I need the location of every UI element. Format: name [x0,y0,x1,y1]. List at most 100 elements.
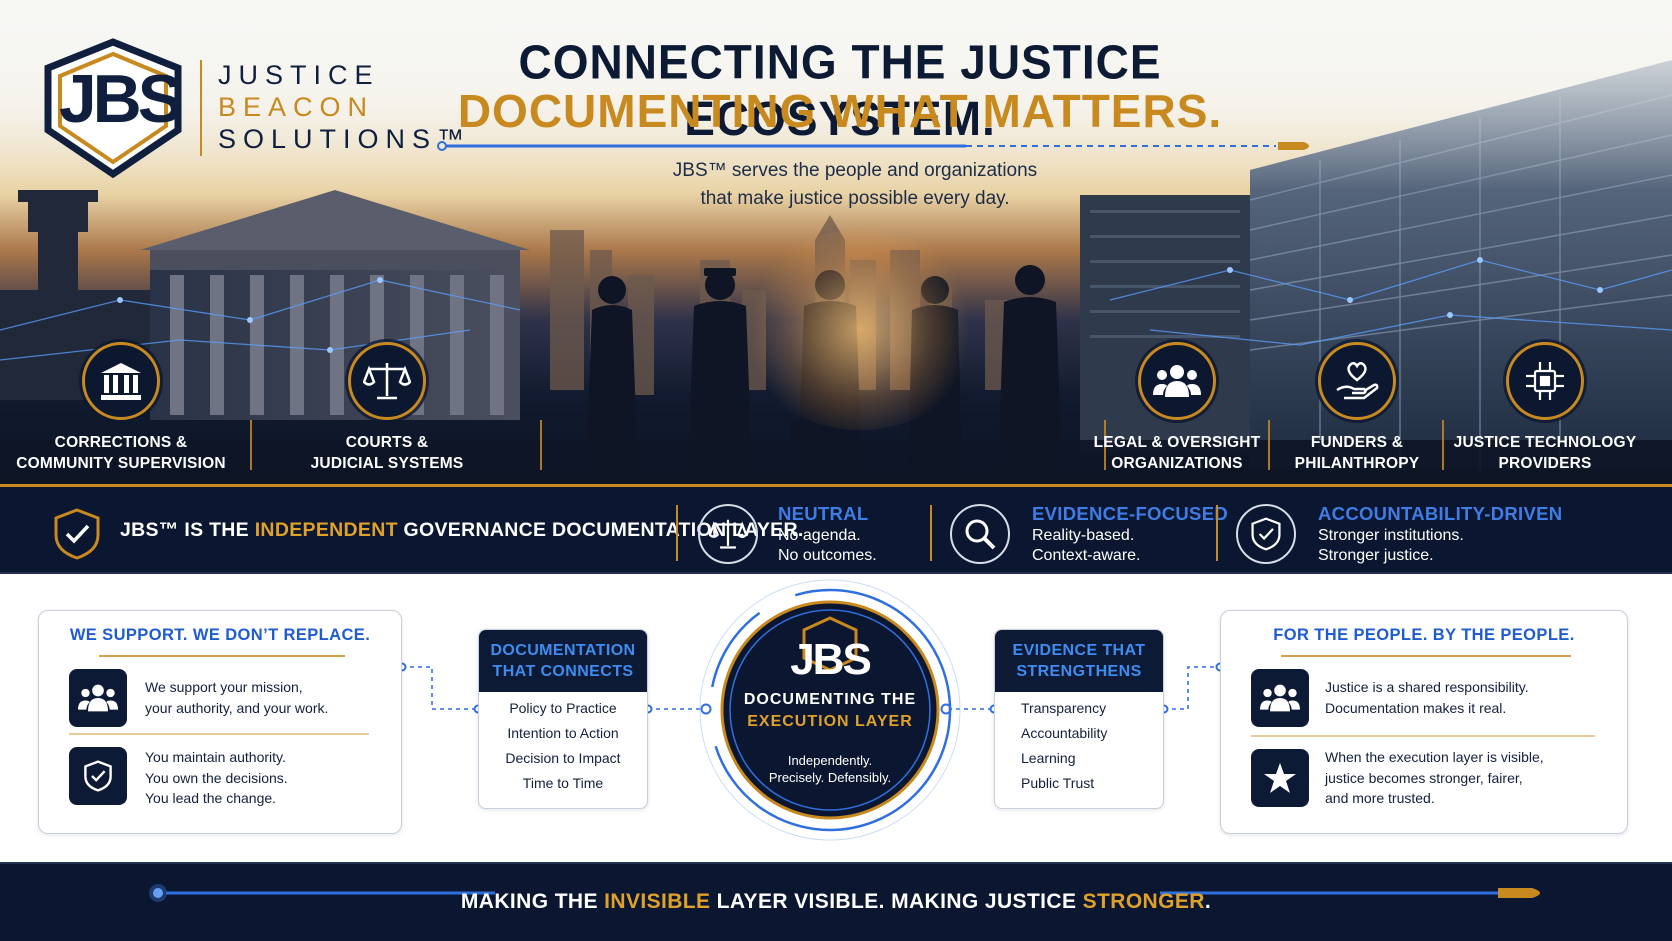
category-justice-tech[interactable]: JUSTICE TECHNOLOGY PROVIDERS [1430,342,1660,474]
strengthens-card: EVIDENCE THAT STRENGTHENS Transparency A… [994,629,1164,809]
row-line: justice becomes stronger, fairer, [1325,769,1523,786]
row-line: and more trusted. [1325,790,1435,806]
card-divider [69,733,369,735]
logo-name-line1: JUSTICE [218,60,380,90]
hub-line2: EXECUTION LAYER [747,713,913,730]
row-line: We support your mission, [145,679,303,695]
courthouse-icon [82,342,160,420]
category-label-line2: PROVIDERS [1498,455,1592,472]
people-group-icon [69,669,127,727]
strengthens-title-line2: STRENGTHENS [1016,663,1142,680]
category-label-line1: CORRECTIONS & [54,434,188,451]
shield-check-icon [54,508,100,560]
list-item: Public Trust [1021,775,1095,791]
support-row1-text: We support your mission, your authority,… [145,677,328,718]
category-label-line1: LEGAL & OVERSIGHT [1093,434,1261,451]
band-separator [676,505,678,561]
hub-tagline: Independently. Precisely. Defensibly. [730,752,930,786]
list-item: Accountability [1021,725,1108,741]
category-label: CORRECTIONS & COMMUNITY SUPERVISION [6,432,236,474]
category-label: JUSTICE TECHNOLOGY PROVIDERS [1430,432,1660,474]
subtitle-line1: JBS™ serves the people and organizations [672,160,1038,181]
category-label-line2: COMMUNITY SUPERVISION [16,455,226,472]
category-separator [250,420,252,470]
band-item-line2: Stronger justice. [1318,547,1434,564]
footer-tagline: MAKING THE INVISIBLE LAYER VISIBLE. MAKI… [0,890,1672,914]
page-title-line2: DOCUMENTING WHAT MATTERS. [457,85,1223,137]
connects-title-line1: DOCUMENTATION [490,642,636,659]
scales-icon [698,504,758,564]
category-label-line1: COURTS & [345,434,429,451]
footer-banner: MAKING THE INVISIBLE LAYER VISIBLE. MAKI… [0,862,1672,941]
footer-text-part: MAKING THE [460,890,605,913]
logo-name-line2: BEACON [218,92,375,122]
hub-tagline-line1: Independently. [787,753,873,768]
governance-band: JBS™ IS THE INDEPENDENT GOVERNANCE DOCUM… [0,484,1672,574]
people-group-icon [1251,669,1309,727]
strengthens-card-header: EVIDENCE THAT STRENGTHENS [995,630,1163,692]
page-title-line1: CONNECTING THE JUSTICE ECOSYSTEM. [518,34,1162,146]
band-statement-highlight: INDEPENDENT [254,519,398,541]
category-legal-oversight[interactable]: LEGAL & OVERSIGHT ORGANIZATIONS [1062,342,1292,474]
footer-text-part: LAYER VISIBLE. MAKING JUSTICE [710,890,1083,913]
brand-logo[interactable]: JBS JUSTICE BEACON SOLUTIONS™ [38,38,464,178]
category-corrections[interactable]: CORRECTIONS & COMMUNITY SUPERVISION [6,342,236,474]
card-divider [1281,655,1571,657]
list-item: Transparency [1021,700,1107,716]
card-divider [99,655,345,657]
category-separator [1442,420,1444,470]
shield-check-icon [1236,504,1296,564]
title-arrow-rule [437,141,1309,151]
band-item-title: EVIDENCE-FOCUSED [1032,503,1228,524]
category-label-line2: PHILANTHROPY [1294,455,1420,472]
footer-arrow-rule [149,884,1540,902]
band-item-line2: Context-aware. [1032,547,1141,564]
logo-mark: JBS [58,61,183,137]
support-card-title: WE SUPPORT. WE DON’T REPLACE. [69,626,371,644]
footer-highlight: STRONGER [1082,890,1205,913]
category-funders[interactable]: FUNDERS & PHILANTHROPY [1242,342,1472,474]
hero-banner: JBS JUSTICE BEACON SOLUTIONS™ CONNECTING… [0,0,1672,484]
support-card: WE SUPPORT. WE DON’T REPLACE. We support… [38,610,402,834]
band-item-title: ACCOUNTABILITY-DRIVEN [1318,503,1563,524]
row-line: You own the decisions. [145,769,288,786]
band-item-line1: No agenda. [778,527,861,544]
people-row2-text: When the execution layer is visible, jus… [1325,747,1544,809]
list-item: Intention to Action [507,725,619,741]
row-line: Justice is a shared responsibility. [1325,679,1529,695]
band-item-line1: Stronger institutions. [1318,527,1464,544]
band-item-title: NEUTRAL [778,503,869,524]
hub-logo-mark: JBS [790,635,872,684]
hub-tagline-line2: Precisely. Defensibly. [768,770,892,785]
category-label-line1: JUSTICE TECHNOLOGY [1453,434,1637,451]
people-card-title: FOR THE PEOPLE. BY THE PEOPLE. [1273,626,1575,644]
people-row1-text: Justice is a shared responsibility. Docu… [1325,677,1529,718]
connects-list: Policy to Practice Intention to Action D… [479,692,647,796]
band-separator [1216,505,1218,561]
star-icon [1251,749,1309,807]
connects-card: DOCUMENTATION THAT CONNECTS Policy to Pr… [478,629,648,809]
people-card: FOR THE PEOPLE. BY THE PEOPLE. Justice i… [1220,610,1628,834]
card-divider [1251,735,1595,737]
jbs-hub-emblem [699,579,961,841]
list-item: Policy to Practice [509,700,617,716]
subtitle-line2: that make justice possible every day. [700,188,1010,209]
strengthens-title-line1: EVIDENCE THAT [1012,642,1146,659]
list-item: Time to Time [522,775,604,791]
chip-icon [1506,342,1584,420]
shield-check-icon [69,747,127,805]
category-courts[interactable]: COURTS & JUDICIAL SYSTEMS [272,342,502,474]
band-separator [930,505,932,561]
category-label: LEGAL & OVERSIGHT ORGANIZATIONS [1062,432,1292,474]
connects-title-line2: THAT CONNECTS [492,663,634,680]
footer-text-part: . [1204,890,1212,913]
category-label: FUNDERS & PHILANTHROPY [1242,432,1472,474]
scales-icon [348,342,426,420]
category-label-line2: ORGANIZATIONS [1111,455,1243,472]
category-separator [540,420,542,470]
support-row2-text: You maintain authority. You own the deci… [145,747,288,809]
connects-card-header: DOCUMENTATION THAT CONNECTS [479,630,647,692]
sunset-glow [740,230,980,430]
category-label: COURTS & JUDICIAL SYSTEMS [272,432,502,474]
row-line: Documentation makes it real. [1325,699,1507,716]
